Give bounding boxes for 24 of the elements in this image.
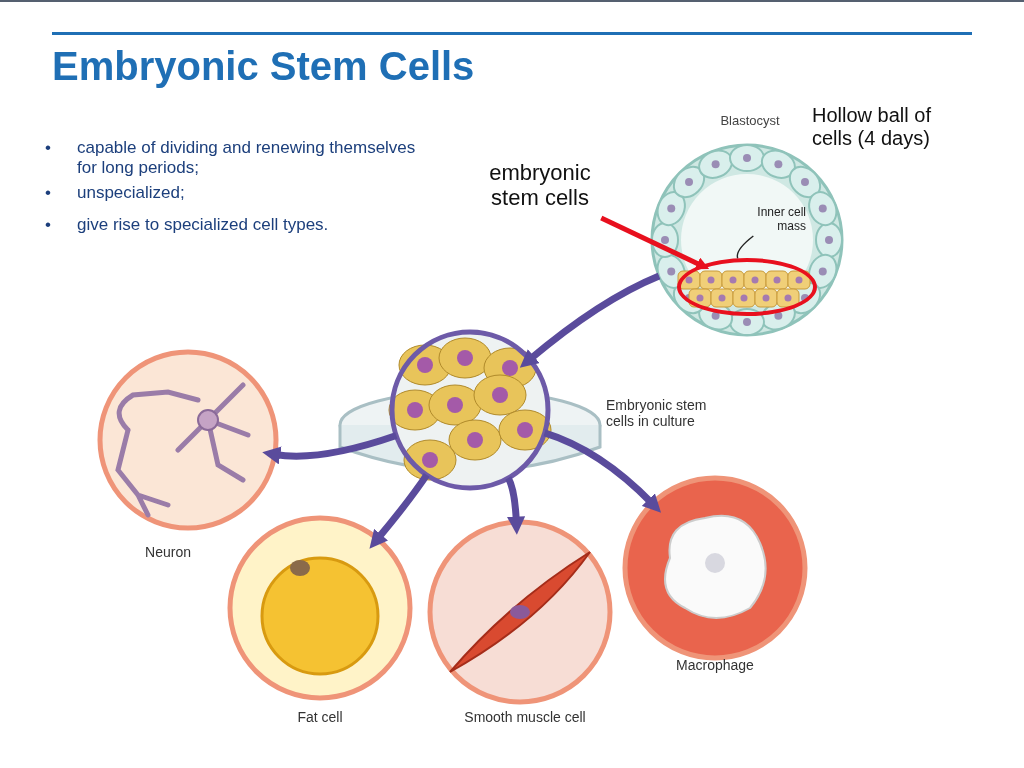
- bullet-item: give rise to specialized cell types.: [77, 215, 330, 236]
- arrow: [369, 472, 430, 549]
- bullet-item: capable of dividing and renewing themselves for long periods;: [77, 138, 417, 179]
- arrow: [543, 429, 662, 513]
- bullet-marker: •: [45, 138, 51, 159]
- bullet-marker: •: [45, 182, 51, 204]
- annotation-text: Hollow ball of cells (4 days): [812, 104, 932, 150]
- cell-label: Fat cell: [296, 709, 344, 726]
- slide-title: Embryonic Stem Cells: [52, 44, 475, 89]
- bullet-item: unspecialized;: [77, 182, 186, 204]
- bullet-marker: •: [45, 215, 51, 236]
- arrow: [600, 215, 710, 270]
- arrow: [262, 432, 398, 465]
- cell-label: Macrophage: [675, 657, 755, 674]
- cell-label: Neuron: [144, 544, 192, 561]
- leader-line: [736, 235, 755, 259]
- part-label: Inner cell mass: [740, 206, 806, 236]
- cell-label: Smooth muscle cell: [463, 709, 587, 726]
- cell-label: Embryonic stem cells in culture: [606, 397, 708, 430]
- cell-label: Blastocyst: [719, 114, 781, 129]
- callout-text: embryonic stem cells: [470, 160, 610, 218]
- arrow: [519, 272, 661, 368]
- arrow: [505, 476, 526, 535]
- highlight-ellipse: [677, 258, 817, 316]
